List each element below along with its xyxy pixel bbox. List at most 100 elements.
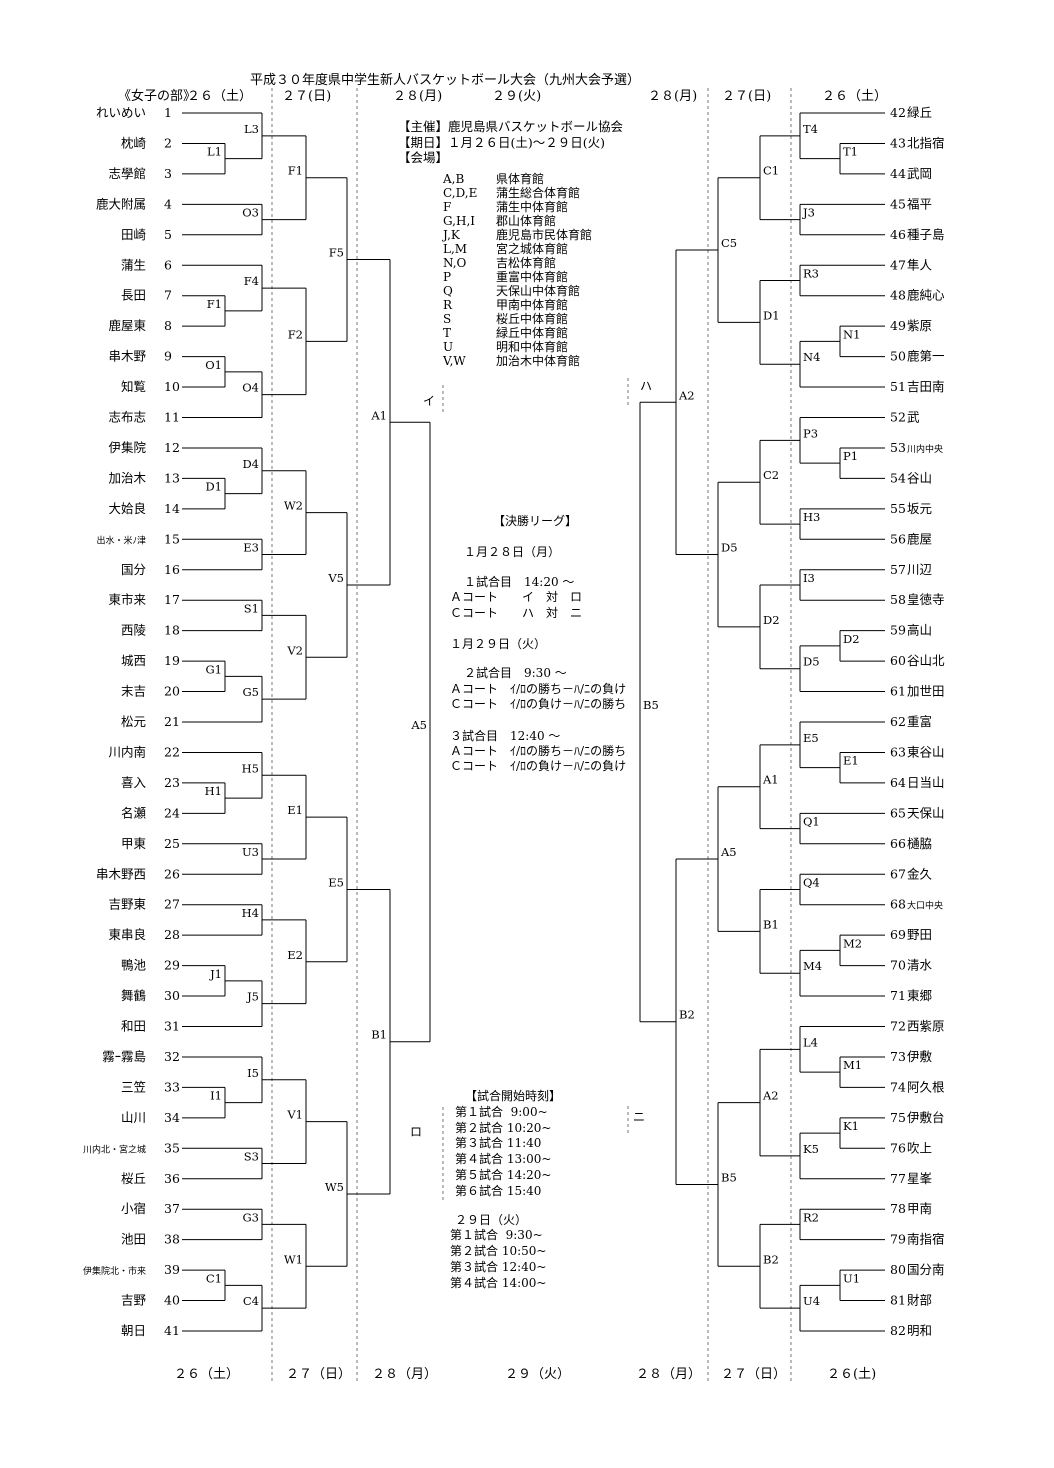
team-name: 坂元 xyxy=(907,501,932,516)
team-number: 59 xyxy=(890,623,906,638)
match-label: B2 xyxy=(679,1008,695,1022)
team-number: 9 xyxy=(164,349,172,364)
team-number: 5 xyxy=(164,227,172,242)
venue-name: 鹿児島市民体育館 xyxy=(496,228,593,242)
team-number: 11 xyxy=(164,410,180,425)
date-header-top-left-26: ２６（土） xyxy=(187,89,253,104)
date-header-top-left-28: ２８(月) xyxy=(393,89,443,104)
team-number: 61 xyxy=(890,684,906,699)
team-name: 加世田 xyxy=(907,684,945,699)
team-name: 末吉 xyxy=(121,684,146,699)
team-number: 23 xyxy=(164,775,180,790)
date-header-top-right-28: ２８(月) xyxy=(648,89,698,104)
team-name: 霧ｰ霧島 xyxy=(102,1049,146,1064)
day-divider-lines xyxy=(271,88,792,1382)
team-number: 27 xyxy=(164,897,180,912)
team-name: 串木野西 xyxy=(96,866,146,881)
team-name: 伊集院 xyxy=(108,440,146,455)
final-league-heading: 【決勝リーグ】 xyxy=(493,514,578,528)
match-label: A2 xyxy=(678,388,695,402)
match-label: U3 xyxy=(242,845,259,859)
team-number: 41 xyxy=(164,1323,180,1338)
date-header-top-left-27: ２７(日) xyxy=(282,89,332,104)
team-number: 73 xyxy=(890,1049,906,1064)
match-label: O4 xyxy=(242,381,259,395)
team-name: 紫原 xyxy=(907,318,932,333)
team-number: 13 xyxy=(164,470,180,485)
match-label: A2 xyxy=(762,1089,779,1103)
match-label: Q4 xyxy=(803,875,820,889)
match-label: F4 xyxy=(244,274,259,288)
team-number: 3 xyxy=(164,166,172,181)
match-label: O1 xyxy=(205,358,222,372)
team-name: 財部 xyxy=(907,1293,932,1308)
match-label: J3 xyxy=(802,206,815,220)
match-label: E5 xyxy=(328,875,344,889)
match-label: B5 xyxy=(643,698,659,712)
team-name: 出水・米ﾉ津 xyxy=(96,534,146,546)
team-number: 31 xyxy=(164,1019,180,1034)
team-number: 69 xyxy=(890,927,906,942)
venue-name: 甲南中体育館 xyxy=(496,298,569,312)
team-name: 鹿屋 xyxy=(907,531,932,546)
team-name: 鹿純心 xyxy=(907,288,945,303)
team-name: 日当山 xyxy=(907,775,945,790)
venue-name: 緑丘中体育館 xyxy=(496,326,569,340)
venue-code: N,O xyxy=(443,256,467,270)
venue-code: G,H,I xyxy=(443,214,475,228)
team-number: 66 xyxy=(890,836,906,851)
team-number: 56 xyxy=(890,531,906,546)
venue-name: 蒲生総合体育館 xyxy=(496,186,581,200)
match-label: Q1 xyxy=(803,815,820,829)
team-number: 7 xyxy=(164,288,172,303)
team-number: 81 xyxy=(890,1293,906,1308)
team-number: 75 xyxy=(890,1110,906,1125)
team-name: 田崎 xyxy=(121,227,147,242)
match-label: G1 xyxy=(205,662,222,676)
match-label: P3 xyxy=(803,426,818,440)
venue-code: T xyxy=(443,326,452,340)
date-header-top-right-27: ２７(日) xyxy=(722,89,772,104)
match-label: F2 xyxy=(288,327,303,341)
team-name: 喜入 xyxy=(121,775,147,790)
date-footer-28-left: ２８（月） xyxy=(372,1367,438,1382)
team-number: 49 xyxy=(890,318,906,333)
team-number: 1 xyxy=(164,105,172,120)
team-number: 29 xyxy=(164,958,180,973)
block-label-ha: ハ xyxy=(640,379,653,393)
match-label: A1 xyxy=(370,408,387,422)
team-number: 30 xyxy=(164,988,180,1003)
match-label: W1 xyxy=(284,1252,303,1266)
tournament-info: 【主催】鹿児島県バスケットボール協会 【期日】１月２６日(土)～２９日(火) 【… xyxy=(398,119,623,166)
game2-line-c: Ｃコート ｲ/ﾛの負け－ﾊ/ﾆの勝ち xyxy=(450,697,627,712)
team-number: 50 xyxy=(890,349,906,364)
match-label: S1 xyxy=(244,601,259,615)
team-name: 谷山 xyxy=(907,470,932,485)
venue-name: 加治木中体育館 xyxy=(496,354,581,368)
team-number: 64 xyxy=(890,775,906,790)
match-label: M1 xyxy=(843,1058,862,1072)
match-label: D4 xyxy=(242,457,259,471)
start-time-3: 第３試合 11:40 xyxy=(455,1136,542,1151)
game1-line-c: Ｃコート ハ 対 ニ xyxy=(450,605,583,620)
match-label: A5 xyxy=(720,845,737,859)
match-label: E5 xyxy=(803,731,819,745)
start-time-1: 第１試合 9:00~ xyxy=(455,1104,548,1119)
match-label: E2 xyxy=(287,948,303,962)
page-title: 平成３０年度県中学生新人バスケットボール大会（九州大会予選） xyxy=(250,73,641,88)
team-name: 東串良 xyxy=(108,927,146,942)
match-label: B5 xyxy=(721,1170,737,1184)
team-number: 82 xyxy=(890,1323,906,1338)
team-number: 70 xyxy=(890,958,906,973)
start-time-6: 第６試合 15:40 xyxy=(455,1183,542,1198)
team-name: 重富 xyxy=(907,714,932,729)
team-name: 伊集院北・市来 xyxy=(83,1265,146,1277)
team-name: 吉野東 xyxy=(108,897,146,912)
match-label: W2 xyxy=(284,499,303,513)
match-label: E1 xyxy=(843,754,859,768)
team-number: 2 xyxy=(164,135,172,150)
